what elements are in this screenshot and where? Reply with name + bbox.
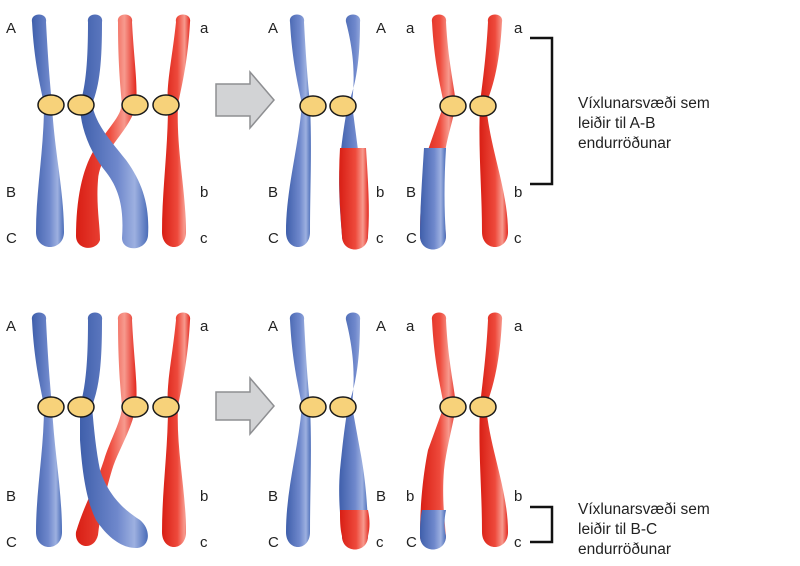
chromosome-red-crossing	[75, 312, 137, 547]
chromosome-blue	[286, 312, 311, 547]
locus-label: C	[6, 534, 17, 551]
chromosome-red-right	[162, 312, 191, 547]
centromere	[439, 396, 467, 418]
locus-labels: A B C a b c A B C A B c a b C a b c	[6, 318, 523, 551]
locus-label: c	[514, 230, 522, 247]
locus-label: a	[200, 318, 209, 335]
locus-label: a	[200, 20, 209, 37]
locus-label: b	[406, 488, 414, 505]
centromere	[121, 94, 149, 116]
locus-label: B	[268, 488, 278, 505]
chromosome-blue-left	[31, 14, 64, 247]
locus-label: A	[6, 20, 16, 37]
centromere	[121, 396, 149, 418]
crossover-caption: Víxlunarsvæði sem leiðir til B-C endurrö…	[578, 501, 710, 558]
chromosome-red-recombinant	[420, 312, 456, 548]
result-blue-pair	[286, 312, 370, 550]
caption-line: endurröðunar	[578, 135, 671, 152]
centromere	[469, 396, 497, 418]
locus-label: C	[268, 534, 279, 551]
blue-segment	[420, 510, 446, 550]
locus-label: c	[200, 230, 208, 247]
locus-label: B	[406, 184, 416, 201]
locus-label: b	[376, 184, 384, 201]
centromere	[469, 95, 497, 117]
locus-label: C	[406, 534, 417, 551]
result-blue-pair	[286, 14, 369, 250]
locus-label: A	[6, 318, 16, 335]
crossing-chromosome-pair	[31, 312, 191, 548]
locus-label: c	[376, 534, 384, 551]
locus-label: c	[376, 230, 384, 247]
chromosome-blue	[286, 14, 311, 247]
caption-line: Víxlunarsvæði sem	[578, 501, 710, 518]
locus-label: b	[514, 184, 522, 201]
locus-label: A	[268, 20, 278, 37]
locus-label: A	[376, 20, 386, 37]
centromere	[299, 396, 327, 418]
red-segment	[339, 148, 369, 250]
locus-label: C	[406, 230, 417, 247]
chromosome-red	[479, 312, 508, 547]
result-red-pair	[420, 312, 508, 550]
centromere	[299, 95, 327, 117]
locus-label: c	[200, 534, 208, 551]
locus-label: B	[6, 488, 16, 505]
centromere	[439, 95, 467, 117]
locus-label: a	[406, 20, 415, 37]
block-arrow-right-icon	[215, 375, 275, 437]
locus-label: a	[406, 318, 415, 335]
chromosome-red-right	[162, 14, 191, 247]
panel-a-b: A B C a b c A B C A b c a B C a b c Víxl…	[6, 14, 710, 250]
crossing-chromosome-pair	[31, 14, 191, 249]
chromosome-blue-recombinant	[339, 312, 368, 548]
locus-label: A	[376, 318, 386, 335]
centromere	[329, 396, 357, 418]
centromere	[152, 94, 180, 116]
caption-line: leiðir til A-B	[578, 115, 656, 132]
red-segment	[340, 510, 370, 550]
locus-label: b	[514, 488, 522, 505]
centromere	[329, 95, 357, 117]
locus-label: a	[514, 318, 523, 335]
result-red-pair	[420, 14, 508, 250]
centromere	[37, 94, 65, 116]
panel-b-c: A B C a b c A B C A B c a b C a b c Víxl…	[6, 312, 710, 558]
caption-line: endurröðunar	[578, 541, 671, 558]
locus-label: C	[268, 230, 279, 247]
chromosome-red-crossing	[76, 14, 137, 248]
centromere	[37, 396, 65, 418]
locus-label: B	[6, 184, 16, 201]
locus-label: C	[6, 230, 17, 247]
caption-line: Víxlunarsvæði sem	[578, 95, 710, 112]
centromere	[67, 94, 95, 116]
chromosome-red	[479, 14, 508, 247]
locus-labels: A B C a b c A B C A b c a B C a b c	[6, 20, 523, 247]
locus-label: b	[200, 488, 208, 505]
locus-label: B	[268, 184, 278, 201]
chromosome-blue-left	[31, 312, 62, 547]
locus-label: a	[514, 20, 523, 37]
locus-label: c	[514, 534, 522, 551]
locus-label: b	[200, 184, 208, 201]
chromosome-blue-crossing	[80, 312, 148, 548]
bracket-icon	[530, 505, 554, 544]
block-arrow-right-icon	[215, 69, 275, 131]
caption-line: leiðir til B-C	[578, 521, 657, 538]
crossover-caption: Víxlunarsvæði sem leiðir til A-B endurrö…	[578, 95, 710, 152]
locus-label: B	[376, 488, 386, 505]
locus-label: A	[268, 318, 278, 335]
chromosome-blue-crossing	[80, 14, 149, 249]
bracket-icon	[530, 36, 554, 186]
blue-segment	[420, 148, 446, 250]
centromere	[67, 396, 95, 418]
centromere	[152, 396, 180, 418]
